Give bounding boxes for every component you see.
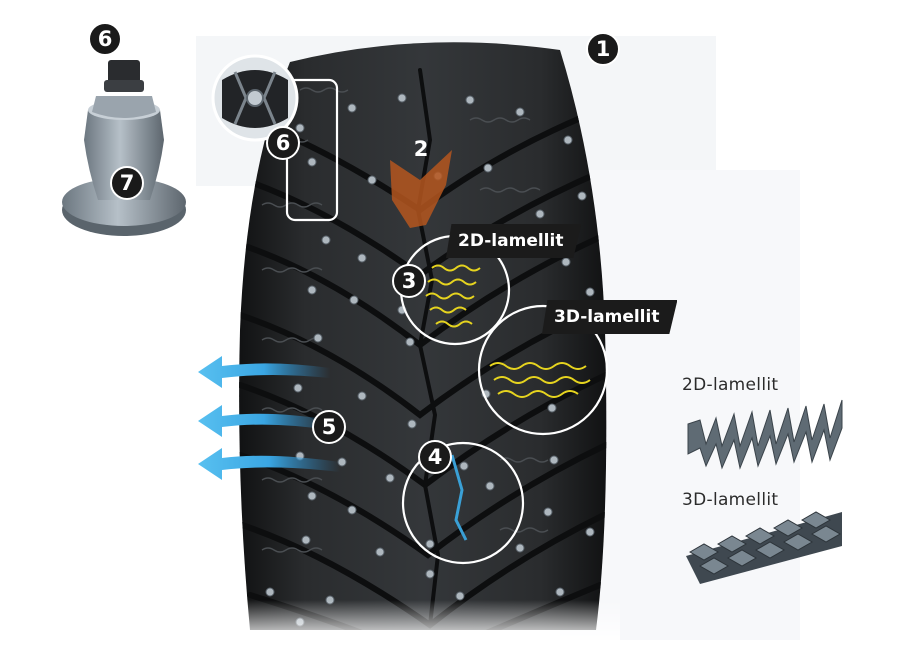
callout-2: 2 [413, 137, 429, 161]
callout-5: 5 [312, 410, 346, 444]
sipes-3d-highlight [489, 362, 591, 398]
magnifier-3d-sipes [477, 304, 609, 436]
airflow-arrows [198, 356, 340, 480]
sipes-2d-highlight [425, 264, 481, 328]
sipe-3d-profile-graphic [686, 511, 842, 584]
stud-model [62, 60, 186, 236]
callout-3: 3 [392, 264, 426, 298]
airflow-arrow-top [198, 356, 330, 388]
callout-7: 7 [110, 166, 144, 200]
legend-label-3d: 3D-lamellit [682, 490, 779, 510]
airflow-arrow-bottom [198, 448, 340, 480]
sipe-2d-profile-graphic [687, 399, 843, 470]
callout-1: 1 [586, 32, 620, 66]
tag-2d-sipes: 2D-lamellit [446, 224, 582, 258]
callout-4: 4 [418, 440, 452, 474]
magnifier-water-channel [401, 441, 525, 565]
callout-6-tread: 6 [266, 126, 300, 160]
airflow-arrow-middle [198, 405, 330, 437]
highlighted-tread-block [390, 150, 452, 228]
tire-tread [230, 42, 620, 640]
stud-closeup [211, 54, 299, 142]
legend-label-2d: 2D-lamellit [682, 375, 779, 395]
callout-6-stud: 6 [88, 22, 122, 56]
tag-3d-sipes: 3D-lamellit [542, 300, 678, 334]
